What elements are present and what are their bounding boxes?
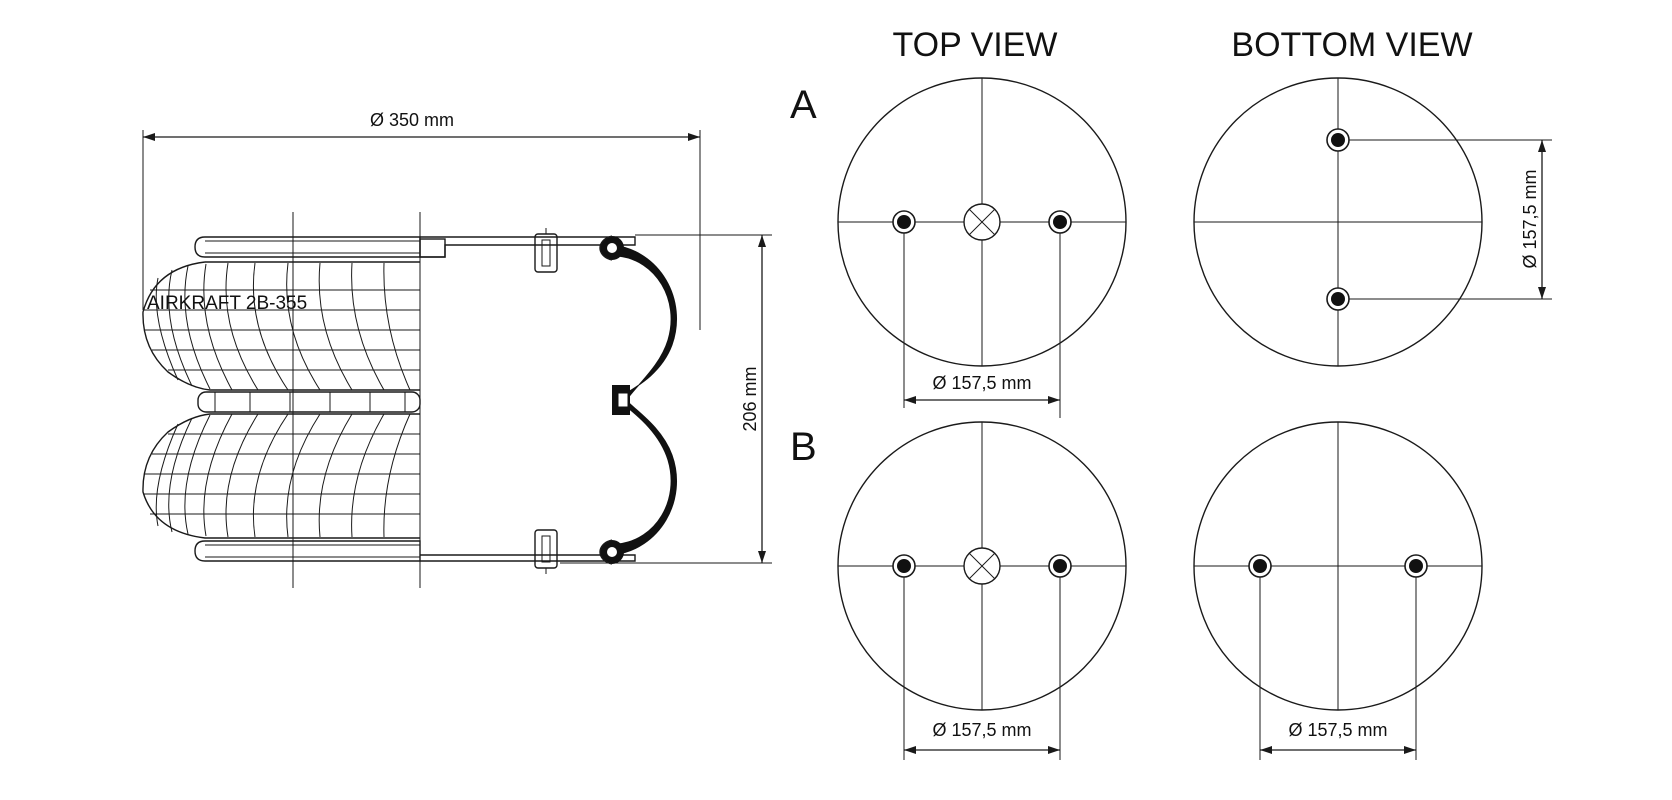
bottom-view-heading: BOTTOM VIEW [1231, 26, 1472, 64]
bolt-left-icon [892, 210, 916, 234]
diameter-label: Ø 350 mm [370, 110, 454, 130]
bottom-mounting-plate [194, 529, 636, 574]
bolt-right-icon [1048, 210, 1072, 234]
bolt-bottom-icon [1326, 287, 1350, 311]
brand-label: AIRKRAFT 2B-355 [147, 293, 307, 314]
bolt-top-icon [1326, 128, 1350, 152]
row-label-b: B [790, 425, 817, 469]
air-inlet-icon [963, 547, 1001, 585]
height-label: 206 mm [740, 366, 760, 431]
bolt-right-icon [1048, 554, 1072, 578]
dimension-label: Ø 157,5 mm [1288, 720, 1387, 740]
side-view: Ø 350 mm 206 mm [142, 110, 772, 588]
bolt-left-icon [892, 554, 916, 578]
b-bottom-view: Ø 157,5 mm [1193, 421, 1483, 760]
dimension-label: Ø 157,5 mm [1520, 169, 1540, 268]
bolt-right-icon [1404, 554, 1428, 578]
top-mounting-plate [194, 228, 636, 273]
lower-bellow [142, 413, 420, 539]
air-inlet-icon [963, 203, 1001, 241]
row-label-a: A [790, 83, 817, 127]
bolt-left-icon [1248, 554, 1272, 578]
top-view-heading: TOP VIEW [892, 26, 1057, 64]
a-bottom-view: Ø 157,5 mm [1193, 77, 1552, 367]
a-top-view: Ø 157,5 mm [837, 77, 1127, 418]
upper-bellow [142, 261, 420, 391]
cross-section-profile [599, 235, 677, 565]
b-top-view: Ø 157,5 mm [837, 421, 1127, 760]
dimension-label: Ø 157,5 mm [932, 720, 1031, 740]
dimension-label: Ø 157,5 mm [932, 373, 1031, 393]
middle-girdle-ring [197, 391, 421, 413]
